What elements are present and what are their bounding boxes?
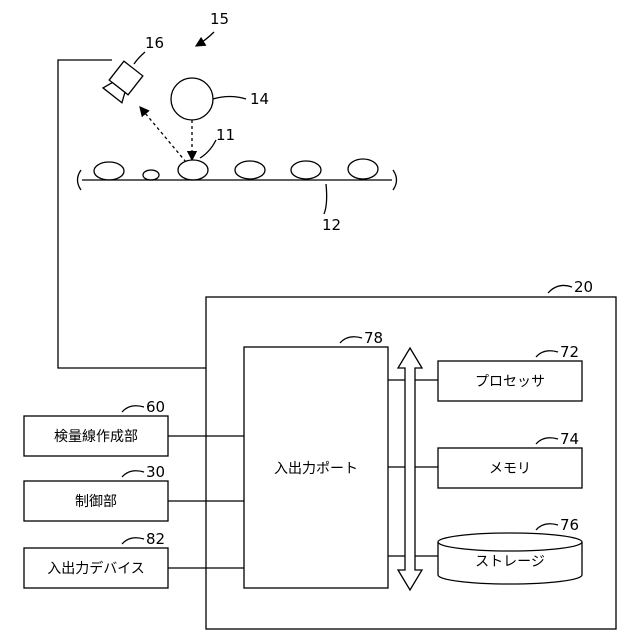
conveyor-leader [324,184,327,214]
object-leader [200,140,216,158]
controller-label: 制御部 [75,494,117,510]
ref-camera: 16 [145,34,164,52]
ref-io-device: 82 [146,530,165,548]
ref-computer: 20 [574,278,593,296]
camera-leader [134,52,145,64]
inspection-section: 15 16 14 11 12 [78,10,397,234]
ref-memory: 74 [560,430,579,448]
io-port-label: 入出力ポート [274,461,358,477]
conveyor-break-right [393,170,397,190]
object-item [143,170,159,180]
io-device-label: 入出力デバイス [47,560,145,577]
processor-label: プロセッサ [475,374,545,390]
controller-leader [122,471,144,477]
calibration-leader [122,406,144,412]
conveyor-break-left [78,170,82,190]
ref-storage: 76 [560,516,579,534]
calibration-label: 検量線作成部 [54,429,138,445]
computer-leader [548,285,572,293]
ref-io-port: 78 [364,329,383,347]
storage-label: ストレージ [475,554,545,570]
light-leader [213,97,246,100]
target-object [178,160,208,180]
object-item [291,161,321,179]
ref-object: 11 [216,126,235,144]
object-item [235,161,265,179]
ref-system: 15 [210,10,229,28]
ref-conveyor: 12 [322,216,341,234]
object-item [94,162,124,180]
computer-section: 20 入出力ポート 78 プロセッサ 72 メモリ 74 ストレージ 76 [206,278,616,629]
ref-controller: 30 [146,463,165,481]
camera-icon [103,61,143,103]
light-source-icon [171,78,213,120]
ref-calibration: 60 [146,398,165,416]
object-item [348,159,378,179]
ref-processor: 72 [560,343,579,361]
memory-label: メモリ [489,461,531,477]
system-ref-arrow [196,32,214,46]
io-device-leader [122,538,144,544]
ref-light: 14 [250,90,269,108]
storage-top [438,533,582,551]
